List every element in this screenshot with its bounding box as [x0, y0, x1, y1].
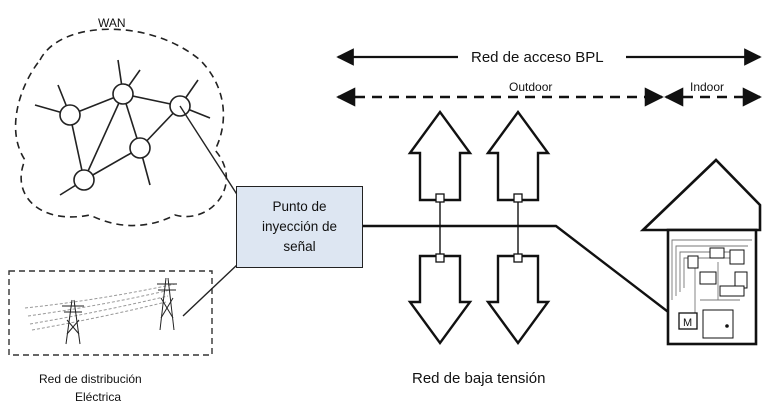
indoor-house — [639, 158, 762, 346]
distribution-label-1: Red de distribución — [39, 372, 142, 386]
distribution-label-2: Eléctrica — [75, 390, 122, 404]
injection-line-2: inyección de — [261, 219, 338, 234]
wan-cloud — [14, 28, 228, 227]
access-network-label: Red de acceso BPL — [471, 49, 604, 66]
upper-house-left — [407, 109, 473, 202]
house-connectors — [435, 193, 523, 263]
wan-link-line — [179, 105, 239, 197]
distribution-link-line — [182, 263, 239, 317]
distribution-network — [8, 270, 213, 356]
low-voltage-label: Red de baja tensión — [412, 370, 546, 387]
transmission-tower-left — [62, 299, 84, 345]
outdoor-label: Outdoor — [509, 80, 552, 94]
upper-house-right — [485, 109, 551, 202]
lower-house-right — [485, 254, 551, 346]
wan-label: WAN — [98, 16, 126, 30]
injection-line-3: señal — [283, 239, 316, 254]
lower-house-left — [407, 254, 473, 346]
meter-box — [678, 312, 698, 330]
meter-label: M — [683, 317, 692, 329]
indoor-label: Indoor — [690, 80, 724, 94]
injection-point-box: Punto de inyección de señal — [236, 186, 363, 268]
low-voltage-line — [363, 224, 681, 322]
injection-line-1: Punto de — [272, 199, 327, 214]
transmission-tower-right — [157, 277, 177, 331]
